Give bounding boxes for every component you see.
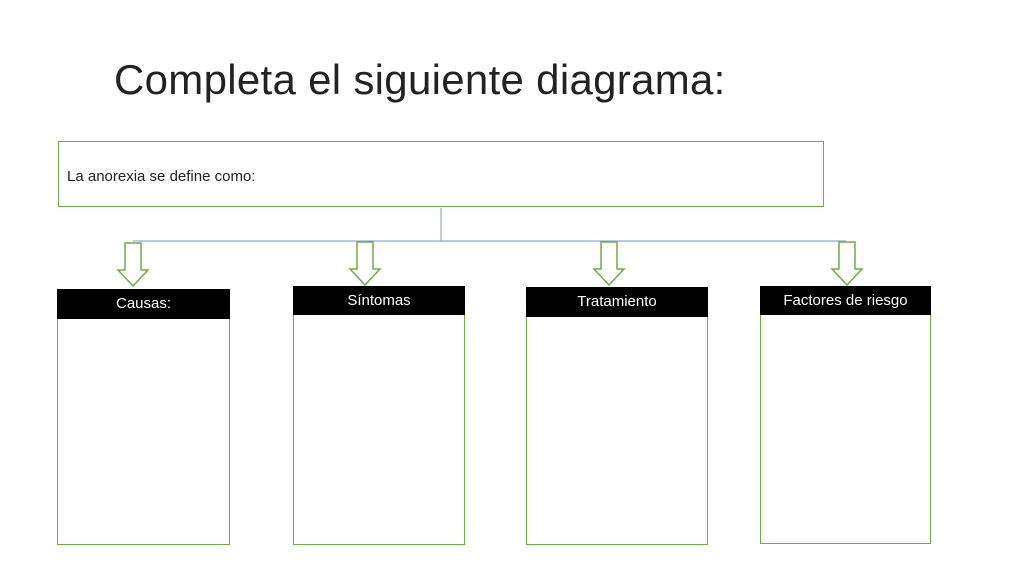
column-box-sintomas[interactable] xyxy=(293,314,465,545)
column-header-causas: Causas: xyxy=(57,289,230,319)
slide-title: Completa el siguiente diagrama: xyxy=(114,56,726,103)
column-box-tratamiento[interactable] xyxy=(526,316,708,545)
column-box-causas[interactable] xyxy=(57,318,230,545)
column-header-tratamiento: Tratamiento xyxy=(526,287,708,317)
column-header-factores: Factores de riesgo xyxy=(760,286,931,315)
arrow-down-icon-causas xyxy=(116,242,150,288)
arrow-down-icon-factores xyxy=(830,241,864,287)
column-box-factores[interactable] xyxy=(760,314,931,544)
definition-label: La anorexia se define como: xyxy=(67,168,256,185)
column-header-sintomas: Síntomas xyxy=(293,286,465,315)
arrow-down-icon-tratamiento xyxy=(592,241,626,287)
definition-box[interactable]: La anorexia se define como: xyxy=(58,141,824,207)
arrow-down-icon-sintomas xyxy=(348,241,382,287)
